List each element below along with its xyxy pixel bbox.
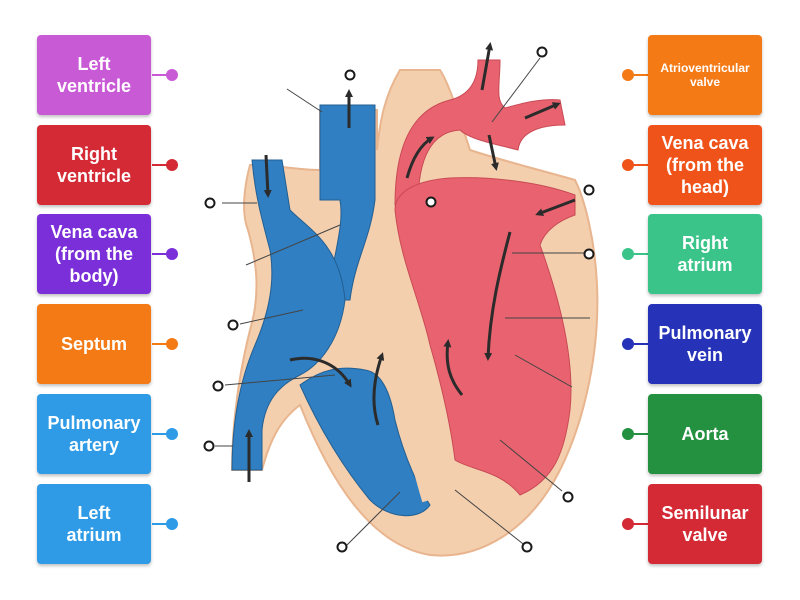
label-connector-dot[interactable] <box>166 159 178 171</box>
label-stem <box>152 253 170 255</box>
label-connector-dot[interactable] <box>166 69 178 81</box>
drop-target-pin[interactable] <box>204 197 216 209</box>
label-right-atrium[interactable]: Right atrium <box>648 214 762 294</box>
drop-target-pin[interactable] <box>536 46 548 58</box>
drop-target-pin[interactable] <box>583 184 595 196</box>
label-connector-dot[interactable] <box>166 518 178 530</box>
label-pulmonary-artery[interactable]: Pulmonary artery <box>37 394 151 474</box>
label-stem <box>630 74 648 76</box>
label-stem <box>152 523 170 525</box>
aorta-shape <box>394 59 566 206</box>
flow-arrows <box>245 42 576 482</box>
label-connector-dot[interactable] <box>166 428 178 440</box>
drop-target-pin[interactable] <box>425 196 437 208</box>
label-stem <box>630 433 648 435</box>
pointer-lines <box>215 57 590 548</box>
label-stem <box>152 164 170 166</box>
drop-target-pin[interactable] <box>203 440 215 452</box>
label-left-ventricle[interactable]: Left ventricle <box>37 35 151 115</box>
label-connector-dot[interactable] <box>622 428 634 440</box>
label-vena-cava-body[interactable]: Vena cava (from the body) <box>37 214 151 294</box>
right-atrium-shape <box>231 159 346 471</box>
label-semilunar-valve[interactable]: Semilunar valve <box>648 484 762 564</box>
label-stem <box>630 343 648 345</box>
drop-target-pin[interactable] <box>336 541 348 553</box>
label-stem <box>152 74 170 76</box>
drop-targets <box>203 46 595 553</box>
label-connector-dot[interactable] <box>622 69 634 81</box>
left-heart-chambers <box>394 177 576 496</box>
drop-target-pin[interactable] <box>344 69 356 81</box>
label-connector-dot[interactable] <box>166 248 178 260</box>
label-stem <box>152 343 170 345</box>
label-connector-dot[interactable] <box>622 518 634 530</box>
label-septum[interactable]: Septum <box>37 304 151 384</box>
label-vena-cava-head[interactable]: Vena cava (from the head) <box>648 125 762 205</box>
label-stem <box>630 523 648 525</box>
label-stem <box>630 164 648 166</box>
label-connector-dot[interactable] <box>622 338 634 350</box>
label-connector-dot[interactable] <box>622 159 634 171</box>
drop-target-pin[interactable] <box>521 541 533 553</box>
label-pulmonary-vein[interactable]: Pulmonary vein <box>648 304 762 384</box>
label-connector-dot[interactable] <box>166 338 178 350</box>
label-stem <box>152 433 170 435</box>
drop-target-pin[interactable] <box>583 248 595 260</box>
label-connector-dot[interactable] <box>622 248 634 260</box>
label-aorta[interactable]: Aorta <box>648 394 762 474</box>
drop-target-pin[interactable] <box>212 380 224 392</box>
label-left-atrium[interactable]: Left atrium <box>37 484 151 564</box>
drop-target-pin[interactable] <box>227 319 239 331</box>
septum-shape <box>372 229 438 503</box>
label-stem <box>630 253 648 255</box>
label-atrioventricular-valve[interactable]: Atrioventricular valve <box>648 35 762 115</box>
drop-target-pin[interactable] <box>562 491 574 503</box>
label-right-ventricle[interactable]: Right ventricle <box>37 125 151 205</box>
